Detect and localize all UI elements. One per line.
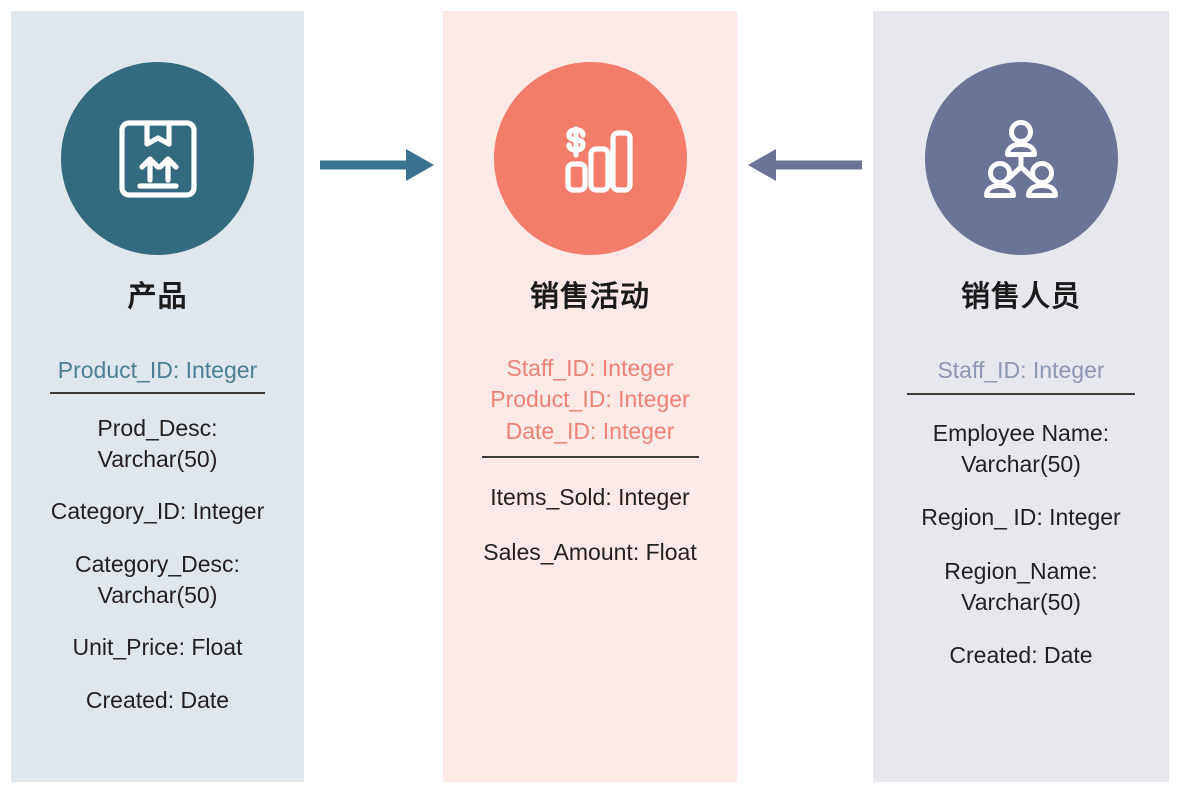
sales-key-field-product-id: Product_ID: Integer: [490, 386, 690, 413]
product-attr-created: Created: Date: [85, 686, 230, 713]
staff-attr-employee-name: Employee Name:Varchar(50): [932, 420, 1110, 477]
people-team-icon: [973, 111, 1069, 207]
product-icon-badge: [61, 62, 254, 255]
product-attribute-list: Prod_Desc:Varchar(50) Category_ID: Integ…: [25, 413, 290, 715]
sales-attr-sales-amount: Sales_Amount: Float: [483, 538, 697, 565]
product-key-divider: [50, 392, 265, 395]
product-key-field: Product_ID: Integer: [57, 356, 258, 383]
product-to-sales-arrow: [320, 142, 435, 193]
product-attr-prod-desc: Prod_Desc:Varchar(50): [97, 415, 218, 472]
package-box-icon: [110, 111, 206, 207]
sales-key-field-date-id: Date_ID: Integer: [505, 417, 675, 444]
product-entity-title: 产品: [127, 281, 188, 313]
sales-attr-items-sold: Items_Sold: Integer: [490, 484, 690, 511]
product-attr-category-desc: Category_Desc:Varchar(50): [75, 551, 240, 608]
product-attr-unit-price: Unit_Price: Float: [72, 634, 243, 661]
dollar-bar-chart-icon: [542, 111, 638, 207]
product-attr-category-id: Category_ID: Integer: [50, 498, 265, 525]
sales-key-divider: [481, 456, 699, 459]
staff-key-divider: [907, 393, 1135, 396]
sales-composite-key-block: Staff_ID: Integer Product_ID: Integer Da…: [457, 353, 723, 459]
staff-field-list: Staff_ID: Integer Employee Name:Varchar(…: [873, 315, 1169, 671]
sales-entity-title: 销售活动: [529, 281, 650, 313]
staff-primary-key-block: Staff_ID: Integer: [887, 355, 1155, 396]
sales-key-field-staff-id: Staff_ID: Integer: [506, 354, 674, 381]
entity-panel-sales: 销售活动 Staff_ID: Integer Product_ID: Integ…: [443, 11, 737, 782]
staff-entity-title: 销售人员: [960, 281, 1081, 313]
staff-icon-badge: [924, 62, 1118, 255]
sales-icon-badge: [493, 62, 687, 255]
staff-attr-region-id: Region_ ID: Integer: [921, 504, 1121, 531]
staff-attr-region-name: Region_Name:Varchar(50): [944, 558, 1098, 615]
sales-field-list: Staff_ID: Integer Product_ID: Integer Da…: [443, 315, 737, 568]
product-primary-key-block: Product_ID: Integer: [25, 355, 290, 395]
sales-attribute-list: Items_Sold: Integer Sales_Amount: Float: [457, 482, 723, 567]
entity-panel-staff: 销售人员 Staff_ID: Integer Employee Name:Var…: [873, 11, 1169, 782]
staff-key-field: Staff_ID: Integer: [937, 356, 1105, 383]
staff-attr-created: Created: Date: [949, 642, 1093, 669]
staff-attribute-list: Employee Name:Varchar(50) Region_ ID: In…: [887, 418, 1155, 670]
product-field-list: Product_ID: Integer Prod_Desc:Varchar(50…: [11, 315, 304, 716]
staff-to-sales-arrow: [747, 142, 862, 193]
entity-panel-product: 产品 Product_ID: Integer Prod_Desc:Varchar…: [11, 11, 304, 782]
